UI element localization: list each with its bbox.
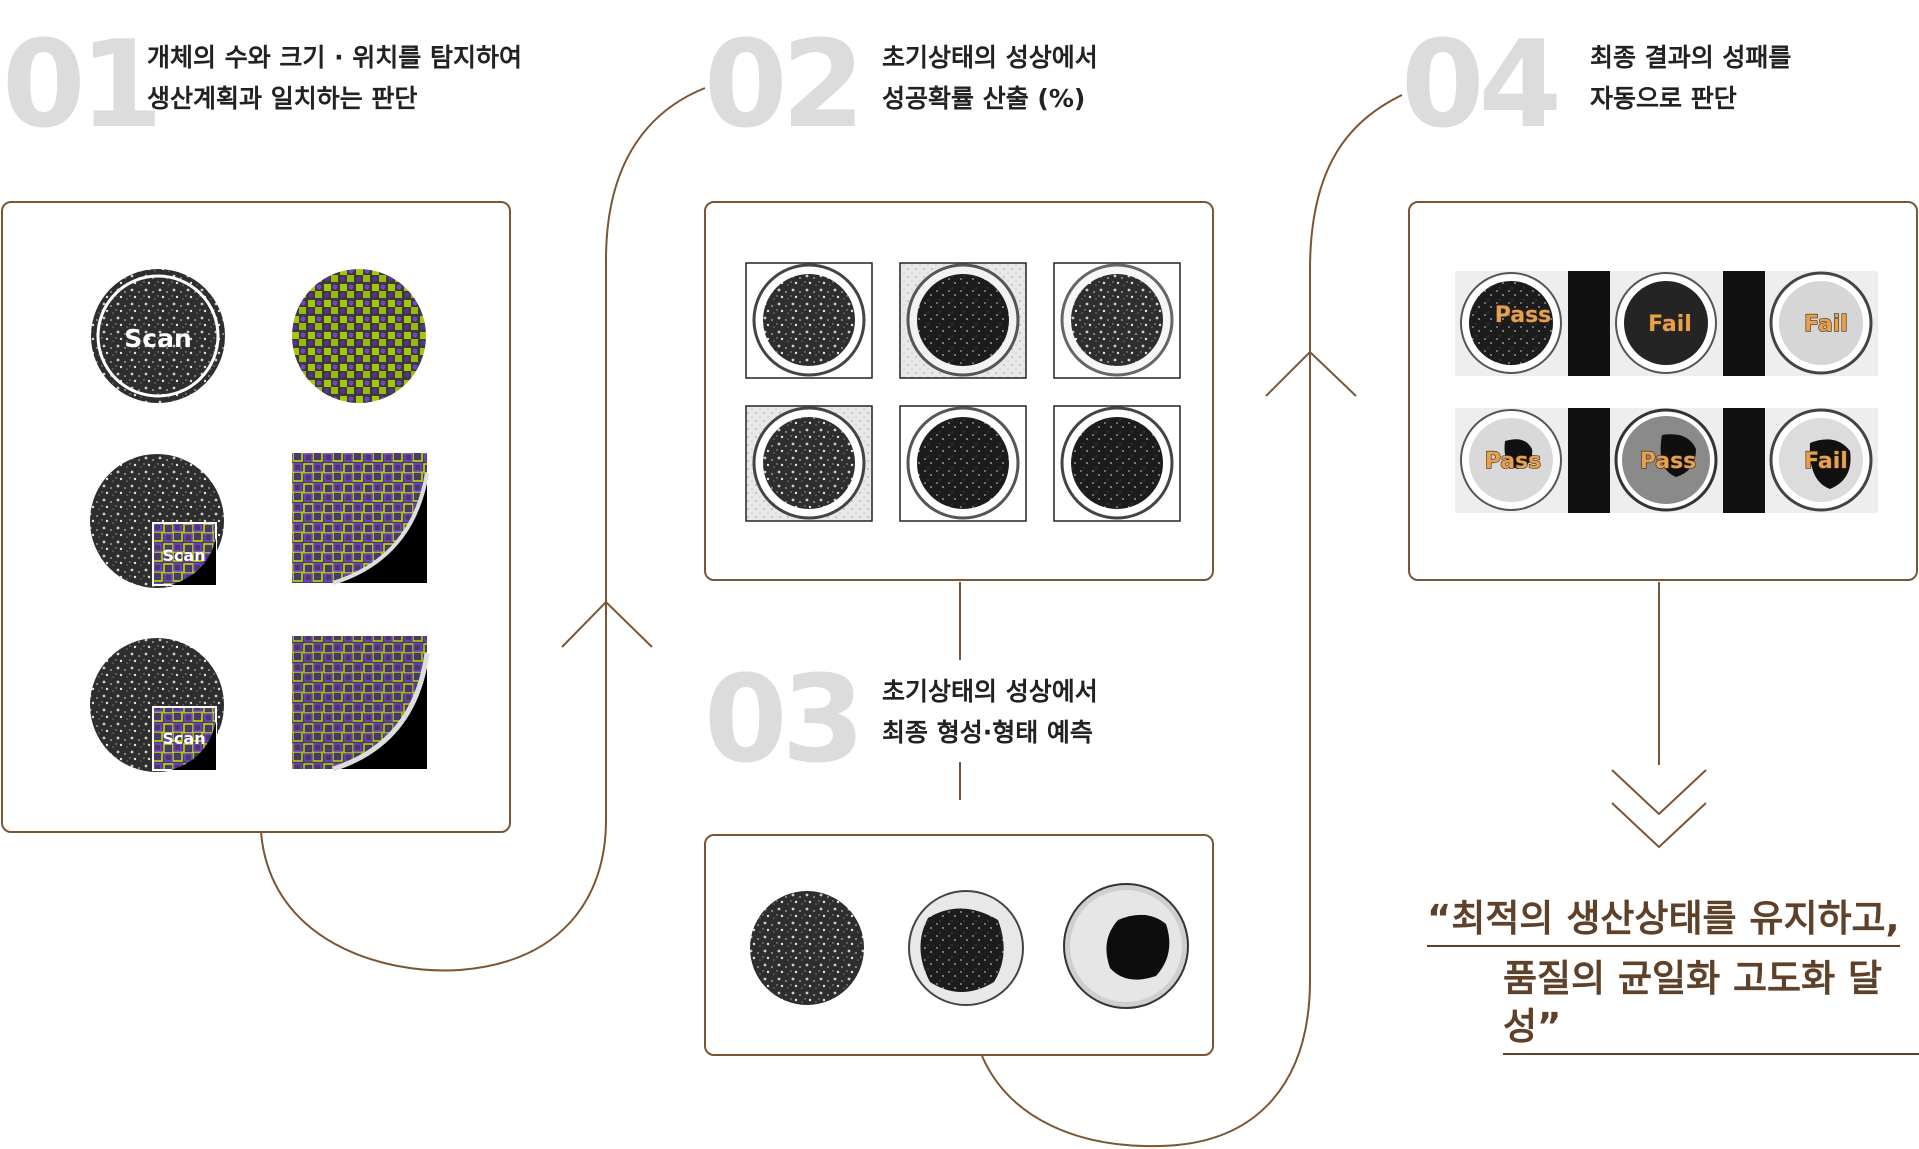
result-label-pass: Pass — [1495, 303, 1552, 328]
detection-zoom-1 — [292, 453, 429, 585]
step-01-line2: 생산계획과 일치하는 판단 — [147, 84, 418, 113]
prediction-images — [750, 883, 1189, 1009]
scan-label: Scan — [124, 324, 192, 353]
result-label-pass: Pass — [1485, 449, 1542, 474]
step-description-04: 최종 결과의 성패를 자동으로 판단 — [1590, 37, 1791, 119]
plate-grid — [745, 262, 1181, 522]
conclusion-text-1: “최적의 생산상태를 유지하고, — [1427, 895, 1900, 947]
detection-zoom-2 — [292, 636, 430, 772]
step-number-04: 04 — [1401, 16, 1562, 155]
prediction-mid — [908, 890, 1024, 1006]
scan-circle-3: Scan — [90, 638, 224, 772]
step-description-01: 개체의 수와 크기 · 위치를 탐지하여 생산계획과 일치하는 판단 — [147, 37, 522, 119]
conclusion-line-2: 품질의 균일화 고도화 달성” — [1503, 955, 1919, 1055]
step-03-line1: 초기상태의 성상에서 — [882, 677, 1098, 706]
step-02-line2: 성공확률 산출 (%) — [882, 84, 1086, 113]
result-row-2: Pass Pass Fail — [1455, 408, 1878, 513]
prediction-initial — [750, 891, 864, 1005]
result-label-fail: Fail — [1804, 449, 1848, 474]
result-grid: Pass Fail Fail Pass Pass Fail — [1455, 271, 1878, 513]
detection-circle-1 — [292, 269, 426, 403]
plate-grid-row-2 — [745, 405, 1181, 522]
scan-circle-2: Scan — [90, 454, 224, 588]
panel-prediction — [704, 834, 1214, 1056]
step-04-line2: 자동으로 판단 — [1590, 84, 1737, 113]
step-02-line1: 초기상태의 성상에서 — [882, 43, 1098, 72]
scan-circle-1: Scan — [91, 269, 225, 403]
scan-label: Scan — [162, 546, 205, 565]
step-number-02: 02 — [704, 16, 865, 155]
step-04-line1: 최종 결과의 성패를 — [1590, 43, 1792, 72]
step-number-03: 03 — [704, 651, 865, 790]
conclusion-line-1: “최적의 생산상태를 유지하고, — [1427, 895, 1900, 947]
result-label-fail: Fail — [1804, 312, 1848, 337]
connector-3-to-4 — [981, 94, 1403, 1148]
step-01-line1: 개체의 수와 크기 · 위치를 탐지하여 — [147, 43, 523, 72]
step-03-line2: 최종 형성·형태 예측 — [882, 718, 1093, 747]
step-description-03: 초기상태의 성상에서 최종 형성·형태 예측 — [882, 671, 1098, 753]
result-label-pass: Pass — [1640, 449, 1697, 474]
plate-grid-row-1 — [745, 262, 1181, 379]
panel-judgement: Pass Fail Fail Pass Pass Fail — [1408, 201, 1918, 581]
prediction-final — [1063, 883, 1189, 1009]
step-description-02: 초기상태의 성상에서 성공확률 산출 (%) — [882, 37, 1098, 119]
chevron-down-icon — [1611, 802, 1707, 849]
detection-images: Scan Scan Scan — [90, 269, 430, 772]
scan-label: Scan — [162, 729, 205, 748]
chevron-up-icon — [1265, 350, 1357, 397]
conclusion-text-2: 품질의 균일화 고도화 달성” — [1503, 955, 1919, 1055]
result-label-fail: Fail — [1648, 312, 1692, 337]
panel-detection: Scan Scan Scan — [1, 201, 511, 833]
result-row-1: Pass Fail Fail — [1455, 271, 1878, 376]
chevron-up-icon — [561, 600, 653, 648]
connector-1-to-2 — [260, 87, 706, 972]
chevron-down-icon — [1611, 769, 1707, 816]
panel-probability — [704, 201, 1214, 581]
step-number-01: 01 — [2, 16, 163, 155]
